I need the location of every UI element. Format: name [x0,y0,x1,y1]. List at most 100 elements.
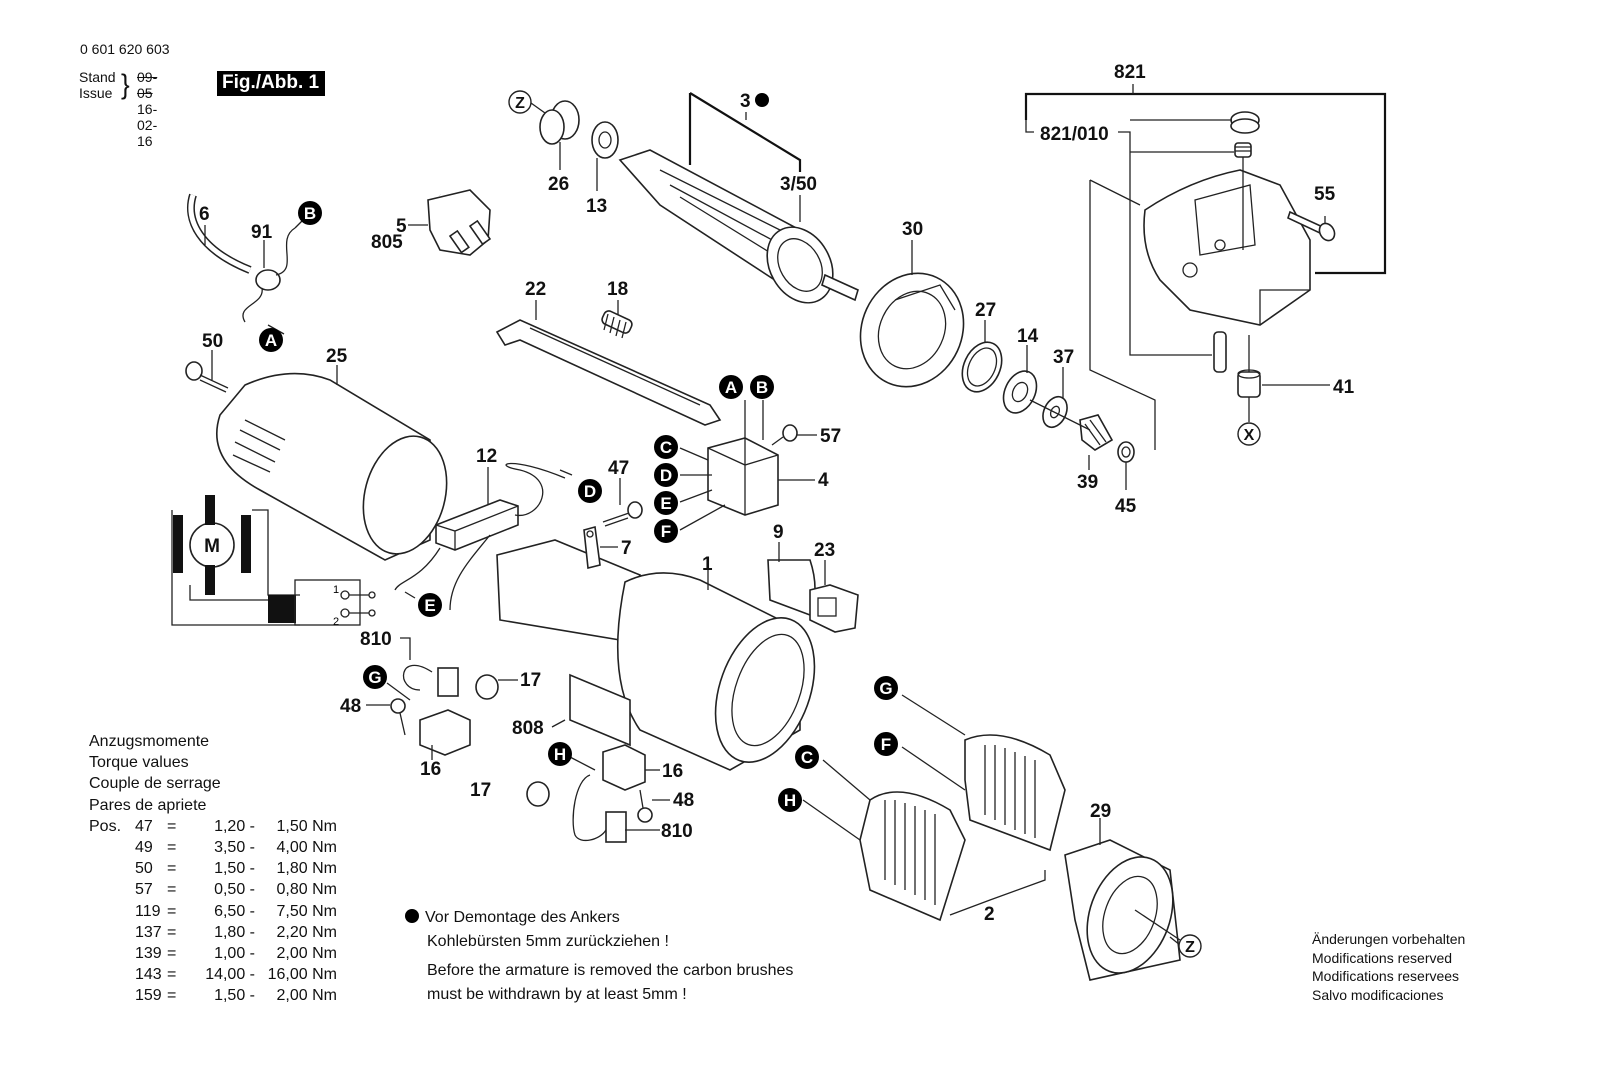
screw-57[interactable] [771,424,798,446]
callout-821-010: 821/010 [1040,124,1109,145]
connector-h-brush: H [548,742,572,766]
bearing-26[interactable] [539,100,580,145]
torque-eq: = [167,923,177,941]
callout-4: 4 [818,470,829,491]
svg-text:F: F [661,522,671,541]
torque-row: 50=1,50 -1,80 Nm [89,858,337,879]
callout-18: 18 [607,279,628,300]
callout-1: 1 [702,554,713,575]
callout-14: 14 [1017,326,1039,347]
screw-55[interactable] [1287,210,1338,243]
leader-lines [204,92,1326,946]
label-808[interactable] [569,673,631,747]
torque-eq: = [167,860,177,878]
sleeve-41[interactable] [1237,369,1261,398]
connector-g-coil: G [874,676,898,700]
power-cord[interactable] [186,128,442,274]
svg-text:E: E [660,494,671,513]
bearing-14[interactable] [997,366,1043,419]
torque-pos-label [89,964,135,985]
spring-17a[interactable] [475,674,499,700]
spring-821[interactable] [1234,142,1252,250]
callout-27: 27 [975,300,996,321]
torque-max: 2,20 Nm [276,923,337,941]
brush-holder-16b[interactable] [602,744,646,791]
part-number: 0 601 620 603 [80,41,170,57]
mods-es: Salvo modificaciones [1312,986,1444,1003]
plate-9[interactable] [767,559,816,617]
suppressor-12[interactable] [394,462,566,611]
stand-date: 09-05 [137,69,158,101]
gear-housing-821[interactable] [1143,169,1311,326]
armature-3[interactable] [618,149,859,315]
svg-text:H: H [784,791,796,810]
connector-e-switch: E [654,491,678,515]
torque-pos: 139 [135,945,162,963]
screw-50[interactable] [185,361,229,393]
motor-housing-1[interactable] [496,539,833,776]
switch-button-23[interactable] [809,584,859,633]
svg-text:C: C [801,748,813,767]
screw-48a[interactable] [390,698,406,736]
note-en-line1: Before the armature is removed the carbo… [427,962,794,979]
spring-18[interactable] [600,309,633,339]
stand-label: Stand [79,69,116,85]
pinion-39[interactable] [1079,414,1114,451]
plug[interactable] [427,189,492,256]
bearing-flange-30[interactable] [842,256,982,403]
torque-min: 1,00 - [214,945,255,963]
nut-45[interactable] [1117,441,1135,463]
switch-rod-22[interactable] [495,319,722,426]
field-coil-2a[interactable] [964,734,1066,852]
cover-25[interactable] [216,372,459,564]
torque-title-fr: Couple de serrage [89,775,221,793]
spring-17b[interactable] [526,781,550,807]
brush-holder-16a[interactable] [419,709,471,756]
marker-x: X [1237,422,1261,446]
connector-h-coil: H [778,788,802,812]
torque-pos-label [89,879,135,900]
figure-label: Fig./Abb. 1 [217,71,326,96]
torque-eq: = [167,817,177,835]
carbon-brush-810a[interactable] [402,664,459,697]
connector-b-cord: B [298,201,322,225]
torque-eq: = [167,966,177,984]
torque-pos-label [89,943,135,964]
field-coil-2b[interactable] [859,791,966,922]
callout-23: 23 [814,540,835,561]
pin-821[interactable] [1213,331,1227,373]
ring-27[interactable] [955,336,1010,398]
torque-eq: = [167,945,177,963]
callout-39: 39 [1077,472,1098,493]
callout-9: 9 [773,522,784,543]
connector-a-cord: A [259,328,283,352]
screw-48b[interactable] [637,789,653,823]
callout-13: 13 [586,196,607,217]
screw-47[interactable] [602,501,643,527]
torque-max: 2,00 Nm [276,945,337,963]
cone-29[interactable] [1064,839,1188,985]
callout-57: 57 [820,426,841,447]
cap-821-010[interactable] [1230,111,1260,134]
torque-max: 4,00 Nm [276,839,337,857]
torque-min: 6,50 - [214,902,255,920]
torque-eq: = [167,987,177,1005]
torque-eq: = [167,839,177,857]
torque-row: Pos.47=1,20 -1,50 Nm [89,816,337,837]
note-en-line2: must be withdrawn by at least 5mm ! [427,986,687,1003]
callout-808: 808 [512,718,544,739]
svg-text:Z: Z [515,95,525,112]
carbon-brush-810b[interactable] [572,774,627,843]
torque-pos: 47 [135,817,153,835]
torque-row: 139 = 1,00 - 2,00 Nm [89,943,337,964]
torque-pos: 143 [135,966,162,984]
torque-min: 1,80 - [214,923,255,941]
strain-relief-91[interactable] [242,227,296,323]
switch-4[interactable] [707,437,779,516]
torque-pos: 50 [135,860,153,878]
bearing-13[interactable] [591,121,619,159]
connector-markers: B A A B C D E F D E G H G F C H [259,201,898,812]
clip-7[interactable] [583,525,601,569]
note-de-line1: Vor Demontage des Ankers [425,909,620,926]
